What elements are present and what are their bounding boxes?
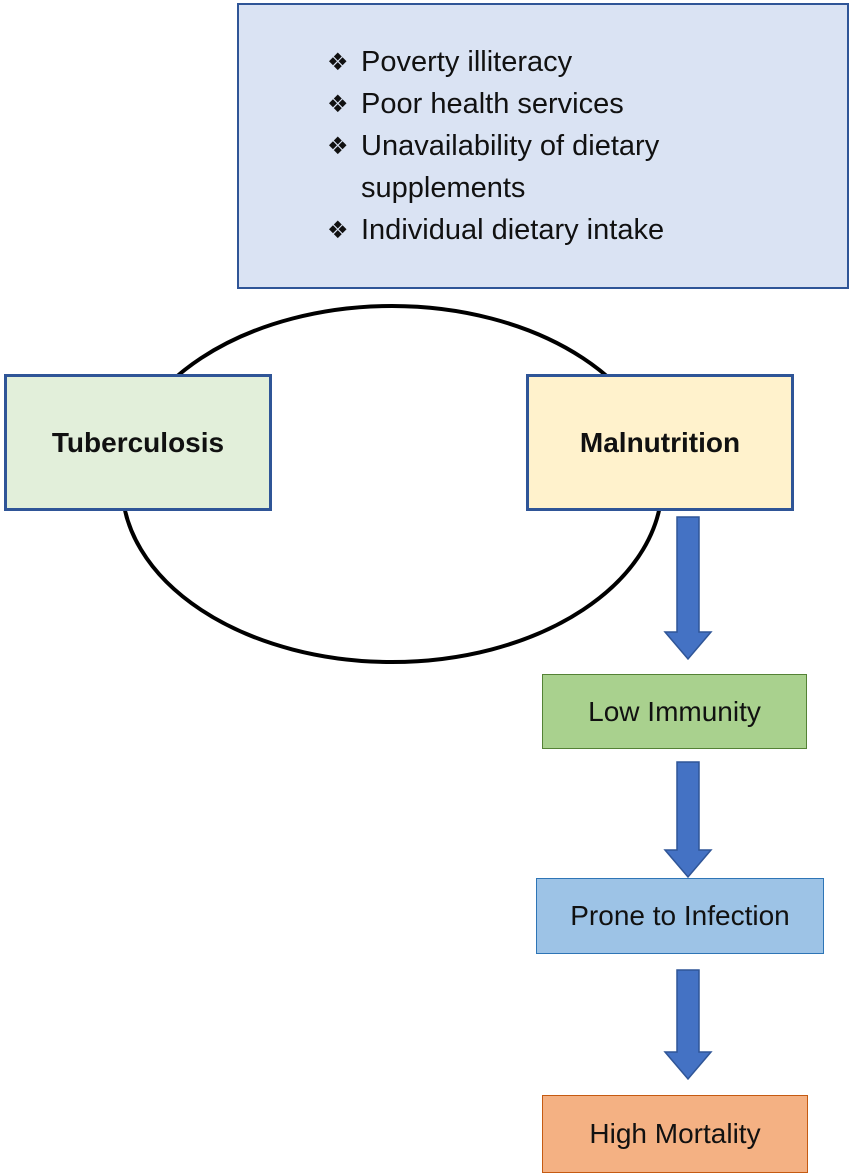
diamond-bullet-icon: ❖ [327,132,349,160]
malnutrition-label: Malnutrition [579,426,741,458]
prone-to-infection-box: Prone to Infection [536,878,824,954]
factor-text: Unavailability of dietary supplements [361,130,660,204]
factor-item: ❖ Poor health services [327,83,827,125]
factor-text: Poverty illiteracy [361,46,573,78]
factor-text: Individual dietary intake [361,214,665,246]
factor-text: Poor health services [361,88,624,120]
factor-item: ❖ Poverty illiteracy [327,41,827,83]
factor-item: ❖ Unavailability of dietary supplements [327,125,827,209]
factor-item: ❖ Individual dietary intake [327,209,827,251]
high-mortality-box: High Mortality [542,1095,808,1173]
diamond-bullet-icon: ❖ [327,216,349,244]
malnutrition-box: Malnutrition [526,374,794,511]
diamond-bullet-icon: ❖ [327,48,349,76]
tuberculosis-label: Tuberculosis [51,426,225,458]
low-immunity-label: Low Immunity [588,695,761,727]
arrow-low-immunity-to-infection [663,761,713,879]
low-immunity-box: Low Immunity [542,674,807,749]
tuberculosis-box: Tuberculosis [4,374,272,511]
diamond-bullet-icon: ❖ [327,90,349,118]
factors-list: ❖ Poverty illiteracy ❖ Poor health servi… [327,41,827,251]
high-mortality-label: High Mortality [589,1118,761,1149]
contributing-factors-box: ❖ Poverty illiteracy ❖ Poor health servi… [237,3,849,289]
prone-to-infection-label: Prone to Infection [570,900,790,931]
arrow-malnutrition-to-low-immunity [663,516,713,661]
arrow-infection-to-mortality [663,969,713,1081]
